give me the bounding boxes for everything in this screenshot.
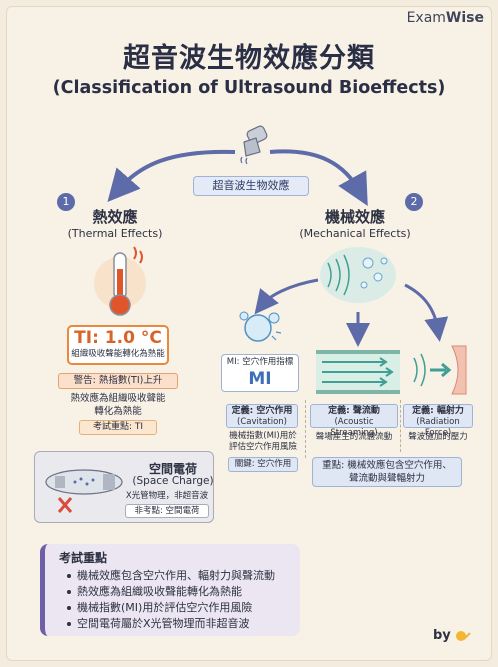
thermal-exam-tag: 考試重點: TI: [79, 420, 157, 435]
cavitation-sub: (Cavitation): [237, 417, 287, 427]
thermal-title: 熱效應: [92, 208, 138, 226]
page-title: 超音波生物效應分類: [123, 43, 375, 74]
not-applicable-icon: [57, 497, 73, 513]
sound-wave-bubbles-icon: [320, 247, 396, 303]
author-logo-icon: [456, 630, 472, 641]
streaming-definition: 定義: 聲流動 (Acoustic Streaming): [310, 404, 398, 438]
streaming-note: 聲場產生的流體流動: [315, 432, 393, 442]
mechanical-title: 機械效應: [324, 208, 385, 226]
summary-item: 機械效應包含空穴作用、輻射力與聲流動: [67, 568, 275, 584]
cavitation-bubble-icon: [239, 311, 282, 342]
space-charge-tag: 非考點: 空間電荷: [125, 504, 209, 518]
space-charge-title: 空間電荷: [148, 462, 197, 476]
page-subtitle: (Classification of Ultrasound Bioeffects…: [52, 78, 446, 98]
thermal-subtitle: (Thermal Effects): [67, 227, 163, 240]
mi-caption: MI: 空穴作用指標: [226, 357, 294, 367]
thermal-note-line2: 轉化為熱能: [94, 406, 142, 417]
cavitation-key-tag: 關鍵: 空穴作用: [228, 457, 298, 472]
radiation-force-icon: [413, 345, 467, 395]
center-label: 超音波生物效應: [193, 176, 309, 196]
thermometer-icon: [94, 246, 146, 316]
cavitation-note-line1: 機械指數(MI)用於: [229, 431, 297, 441]
ti-readout: TI: 1.0 °C 組織吸收聲能轉化為熱能: [67, 325, 169, 365]
summary-list: 機械效應包含空穴作用、輻射力與聲流動 熱效應為組織吸收聲能轉化為熱能 機械指數(…: [67, 568, 275, 632]
space-charge-panel: 空間電荷 (Space Charge) X光管物理，非超音波 非考點: 空間電荷: [34, 451, 214, 523]
arrow-to-thermal: [107, 149, 236, 203]
byline: by: [433, 628, 472, 643]
streaming-sub: (Acoustic Streaming): [330, 417, 378, 438]
divider-right: [400, 400, 401, 452]
byline-text: by: [433, 628, 451, 643]
transducer-icon: [240, 125, 268, 164]
arrow-to-mechanical: [269, 149, 368, 206]
summary-item: 機械指數(MI)用於評估空穴作用風險: [67, 600, 275, 616]
radiation-note: 聲波施加的壓力: [408, 432, 468, 442]
arrow-to-radiation: [404, 283, 449, 342]
ti-value: TI: 1.0 °C: [74, 328, 162, 348]
ti-description: 組織吸收聲能轉化為熱能: [71, 349, 165, 359]
divider-left: [305, 400, 306, 458]
radiation-sub: (Radiation Force): [416, 417, 460, 438]
arrow-to-cavitation: [254, 278, 319, 315]
xray-tube-icon: [45, 469, 123, 513]
thermal-note-line1: 熱效應為組織吸收聲能: [70, 393, 166, 404]
summary-item: 空間電荷屬於X光管物理而非超音波: [67, 616, 275, 632]
summary-title: 考試重點: [59, 551, 108, 565]
thermal-warning: 警告: 熱指數(TI)上升: [58, 373, 178, 389]
summary-item: 熱效應為組織吸收聲能轉化為熱能: [67, 584, 275, 600]
streaming-title: 定義: 聲流動: [328, 406, 380, 416]
streaming-flow-icon: [316, 350, 400, 394]
cavitation-definition: 定義: 空穴作用 (Cavitation): [226, 404, 298, 428]
thermal-number-badge: 1: [57, 193, 75, 211]
radiation-title: 定義: 輻射力: [412, 406, 464, 416]
mi-indicator: MI: 空穴作用指標 MI: [221, 354, 299, 392]
exam-summary-panel: 考試重點 機械效應包含空穴作用、輻射力與聲流動 熱效應為組織吸收聲能轉化為熱能 …: [40, 544, 300, 636]
mechanical-subtitle: (Mechanical Effects): [299, 227, 411, 240]
space-charge-desc: X光管物理，非超音波: [125, 491, 209, 501]
mechanical-key-panel: 重點: 機械效應包含空穴作用、 聲流動與聲輻射力: [312, 457, 462, 487]
brand-logo: ExamWise: [406, 10, 484, 26]
mi-value: MI: [248, 369, 272, 389]
cavitation-title: 定義: 空穴作用: [231, 406, 293, 416]
radiation-definition: 定義: 輻射力 (Radiation Force): [403, 404, 473, 438]
cavitation-note-line2: 評估空穴作用風險: [228, 442, 297, 452]
mechanical-key-line1: 重點: 機械效應包含空穴作用、: [322, 460, 452, 471]
space-charge-subtitle: (Space Charge): [132, 475, 214, 487]
mechanical-number-badge: 2: [405, 193, 423, 211]
mechanical-key-line2: 聲流動與聲輻射力: [348, 473, 425, 484]
